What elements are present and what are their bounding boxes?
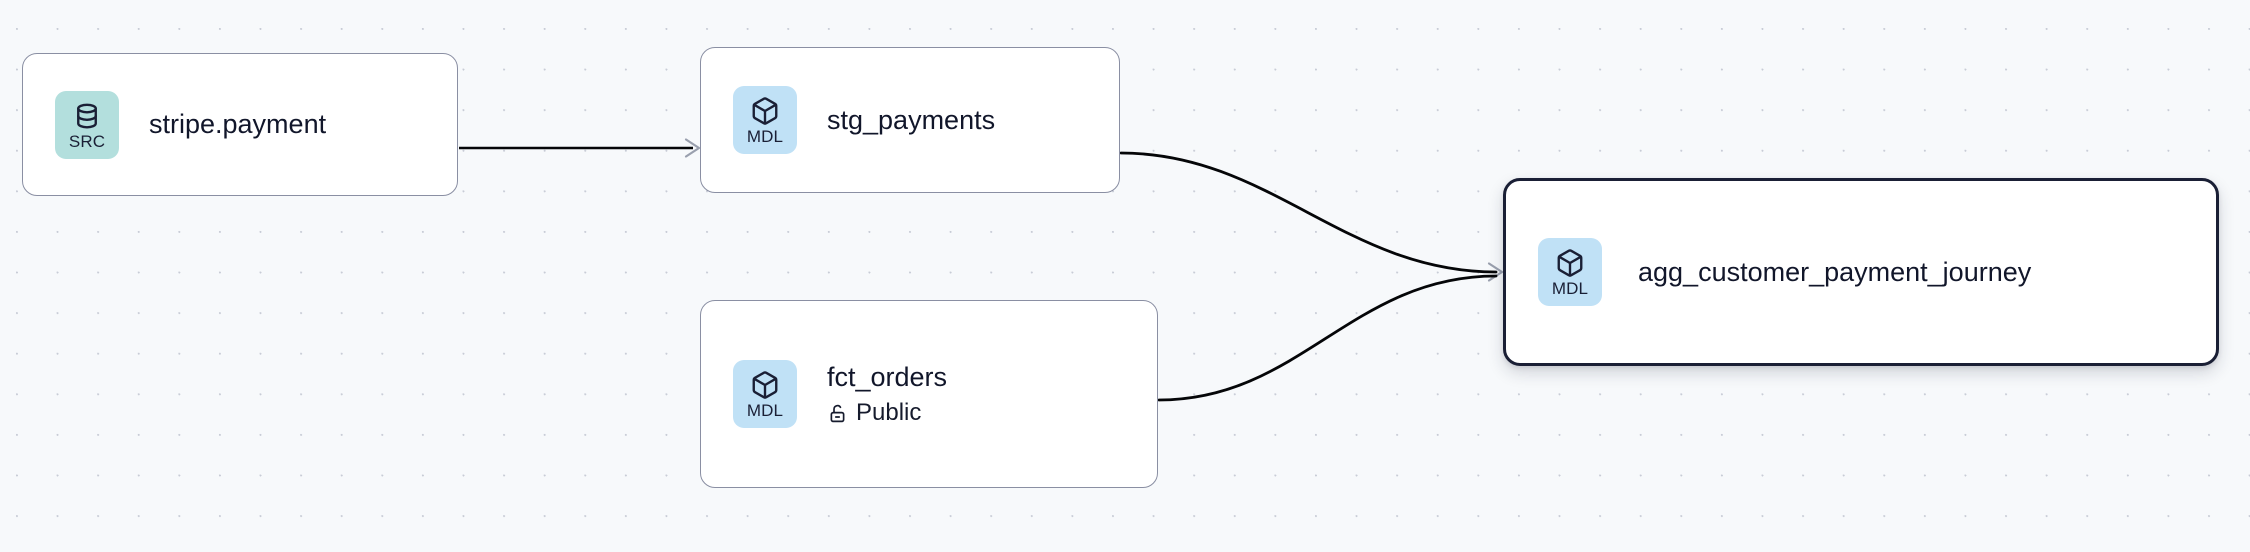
node-visibility-label: Public	[856, 399, 922, 426]
cube-icon	[750, 96, 780, 126]
badge-mdl: MDL	[733, 360, 797, 428]
cube-icon	[750, 370, 780, 400]
node-title: agg_customer_payment_journey	[1638, 256, 2032, 287]
node-labels: agg_customer_payment_journey	[1638, 256, 2031, 289]
badge-src: SRC	[55, 90, 119, 159]
badge-mdl: MDL	[733, 86, 797, 154]
database-icon	[72, 101, 102, 131]
arrowhead-icon	[684, 138, 701, 158]
node-labels: stg_payments	[827, 104, 995, 137]
node-title: stg_payments	[827, 104, 996, 135]
node-fct-orders[interactable]: MDL fct_orders Public	[700, 300, 1158, 488]
node-agg-customer-payment-journey[interactable]: MDL agg_customer_payment_journey	[1503, 178, 2219, 366]
node-visibility: Public	[827, 399, 947, 427]
cube-icon	[1555, 248, 1585, 278]
edge-stg-payments-to-agg-customer-payment-journey	[1119, 151, 1504, 282]
node-title: fct_orders	[827, 362, 948, 392]
node-title: stripe.payment	[149, 109, 327, 139]
badge-mdl-label: MDL	[746, 401, 784, 420]
badge-src-label: SRC	[68, 131, 106, 151]
unlock-icon	[827, 403, 848, 424]
badge-mdl: MDL	[1538, 238, 1602, 306]
arrowhead-icon	[1487, 262, 1504, 282]
badge-mdl-label: MDL	[746, 127, 784, 146]
badge-mdl-label: MDL	[1551, 279, 1589, 298]
node-stg-payments[interactable]: MDL stg_payments	[700, 47, 1120, 193]
node-labels: stripe.payment	[149, 108, 326, 141]
node-stripe-payment[interactable]: SRC stripe.payment	[22, 53, 458, 196]
node-labels: fct_orders Public	[827, 361, 947, 427]
edge-stripe-payment-to-stg-payments	[459, 138, 701, 158]
edge-fct-orders-to-agg-customer-payment-journey	[1157, 274, 1498, 402]
